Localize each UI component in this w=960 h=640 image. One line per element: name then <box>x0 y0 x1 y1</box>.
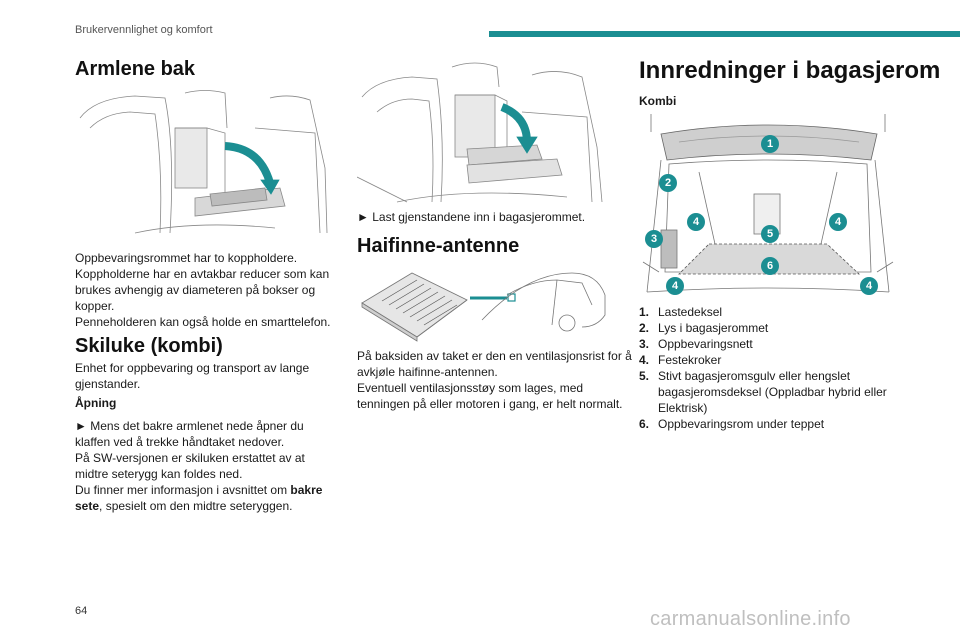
callout-4-upper-right: 4 <box>829 213 847 231</box>
list-item: 6.Oppbevaringsrom under teppet <box>639 417 825 431</box>
ski-step: ► Mens det bakre armlenet nede åpner du … <box>75 418 340 450</box>
list-item: 5.Stivt bagasjeromsgulv eller hengslet b… <box>639 369 887 415</box>
armrest-paragraph-2: Koppholderne har en avtakbar reducer som… <box>75 267 330 313</box>
luggage-load-step: ► Last gjenstandene inn i bagasjerommet. <box>357 209 622 225</box>
antenna-paragraph-2: Eventuell ventilasjonsstøy som lages, me… <box>357 381 623 411</box>
luggage-load-text: Last gjenstandene inn i bagasjerommet. <box>372 210 586 224</box>
step-marker: ► <box>357 210 369 224</box>
page-number: 64 <box>75 605 88 617</box>
ski-step-text: Mens det bakre armlenet nede åpner du kl… <box>75 419 304 449</box>
callout-4-lower-left: 4 <box>666 277 684 295</box>
heading-armlene-bak: Armlene bak <box>75 58 196 80</box>
heading-skiluke: Skiluke (kombi) <box>75 335 223 357</box>
more-info-pre: Du finner mer informasjon i avsnittet om <box>75 483 291 497</box>
antenna-paragraph-1: På baksiden av taket er den en ventilasj… <box>357 349 632 379</box>
list-item: 3.Oppbevaringsnett <box>639 337 753 351</box>
trunk-legend-list: 1.Lastedeksel 2.Lys i bagasjerommet 3.Op… <box>639 304 904 432</box>
ski-more-info: Du finner mer informasjon i avsnittet om… <box>75 482 340 514</box>
list-item: 4.Festekroker <box>639 353 722 367</box>
more-info-bold: bakre sete <box>75 483 323 513</box>
callout-1: 1 <box>761 135 779 153</box>
illustration-ski-hatch <box>357 57 612 205</box>
subheading-kombi: Kombi <box>639 94 677 108</box>
list-item: 2.Lys i bagasjerommet <box>639 321 769 335</box>
armrest-paragraph-1: Oppbevaringsrommet har to koppholdere. <box>75 251 298 265</box>
callout-5: 5 <box>761 225 779 243</box>
armrest-paragraph-3: Penneholderen kan også holde en smarttel… <box>75 315 331 329</box>
callout-3: 3 <box>645 230 663 248</box>
ski-sw-note: På SW-versjonen er skiluken erstattet av… <box>75 451 305 481</box>
ski-intro: Enhet for oppbevaring og transport av la… <box>75 361 310 391</box>
illustration-rear-armrest <box>75 88 330 236</box>
callout-6: 6 <box>761 257 779 275</box>
watermark: carmanualsonline.info <box>650 608 851 630</box>
step-marker: ► <box>75 419 87 433</box>
more-info-post: , spesielt om den midtre seteryggen. <box>99 499 293 513</box>
illustration-shark-fin-antenna <box>357 265 612 347</box>
callout-4-upper-left: 4 <box>687 213 705 231</box>
list-item: 1.Lastedeksel <box>639 305 723 319</box>
heading-innredninger: Innredninger i bagasjerom <box>639 57 941 84</box>
callout-2: 2 <box>659 174 677 192</box>
heading-apning: Åpning <box>75 396 117 410</box>
section-header: Brukervennlighet og komfort <box>75 24 213 36</box>
callout-4-lower-right: 4 <box>860 277 878 295</box>
heading-haifinne-antenne: Haifinne-antenne <box>357 235 520 257</box>
header-accent-bar <box>489 31 960 37</box>
illustration-trunk-layout: 1 2 3 4 4 5 6 4 4 <box>639 112 897 300</box>
